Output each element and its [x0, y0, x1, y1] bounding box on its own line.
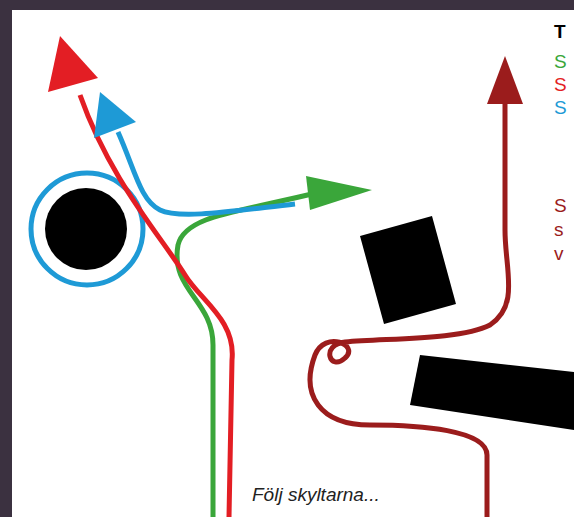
green-route	[177, 192, 320, 517]
walking-note: v	[554, 244, 564, 263]
walking-note: S	[554, 196, 567, 215]
walking-route	[310, 98, 509, 517]
roundabout-island	[45, 188, 127, 270]
legend-item: S	[554, 52, 567, 71]
legend-item: S	[554, 75, 567, 94]
blue-arrowhead	[94, 92, 136, 138]
building	[360, 216, 456, 324]
legend-heading: T	[554, 22, 566, 41]
walking-note: s	[554, 220, 564, 239]
blue-route	[118, 132, 295, 214]
legend-item: S	[554, 98, 567, 117]
sign-note: Följ skyltarna...	[250, 484, 382, 505]
red-arrowhead	[48, 36, 98, 92]
red-route	[80, 95, 232, 517]
building	[410, 355, 574, 430]
walking-arrowhead	[487, 56, 523, 104]
green-arrowhead	[306, 176, 372, 210]
